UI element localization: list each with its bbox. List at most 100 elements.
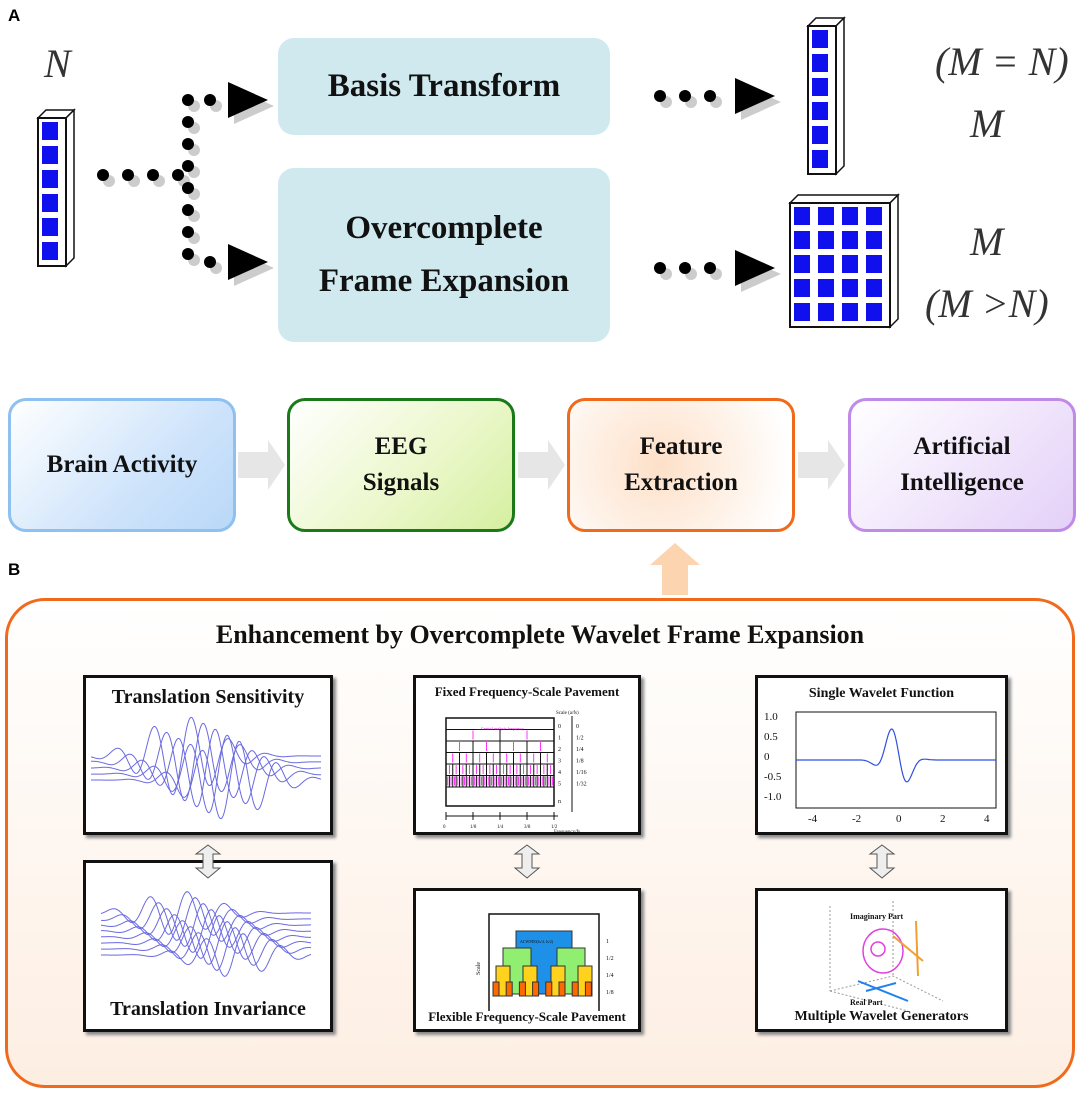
arrow-head-icon (228, 244, 268, 280)
enhancement-title: Enhancement by Overcomplete Wavelet Fram… (215, 620, 865, 649)
text-label: 0 (896, 813, 902, 825)
translation-invariance-panel: Translation Invariance (83, 860, 333, 1032)
dot (182, 204, 194, 216)
text-label: 1/8 (470, 825, 477, 830)
fixed-pavement-title: Fixed Frequency-Scale Pavement (434, 684, 620, 699)
dot (182, 138, 194, 150)
vector-cell (818, 231, 834, 249)
text-label: Real Part (850, 998, 883, 1007)
vector-cell (42, 170, 58, 188)
invariant-wavelets-plot (100, 891, 312, 977)
dot (654, 90, 666, 102)
dot (182, 248, 194, 260)
axis-line (829, 990, 909, 1011)
text-label: 1/32 (576, 782, 587, 788)
axis-line (829, 975, 944, 1002)
wavelet-curve (91, 740, 322, 820)
single-wavelet-title: Single Wavelet Function (808, 686, 955, 701)
vector-cell (818, 255, 834, 273)
text-label: 1/4 (606, 973, 614, 979)
text-label: n (558, 799, 561, 805)
signals-label: Signals (362, 469, 440, 496)
frame-output-matrix (788, 193, 900, 329)
vector-cell (818, 207, 834, 225)
dot (182, 94, 194, 106)
basis-transform-label: Basis Transform (327, 68, 561, 105)
vector-cell (812, 78, 828, 96)
text-label: 1/4 (576, 747, 584, 753)
flexible-pavement-chart: ACWPD0(fs/4, fs/2)11/21/41/8Scale0Freque… (476, 913, 614, 1011)
dot (204, 256, 216, 268)
text-label: 3/8 (524, 825, 531, 830)
dot (704, 90, 716, 102)
dot (679, 262, 691, 274)
text-label: 0 (443, 825, 446, 830)
vector-cell (812, 54, 828, 72)
basis-condition: (M = N) (935, 39, 1069, 84)
double-arrows (194, 844, 896, 879)
dot (97, 169, 109, 181)
arrow-icon (238, 440, 285, 490)
vector-cell (794, 279, 810, 297)
dot (654, 262, 666, 274)
wavelet-curve (100, 903, 311, 947)
vector-cell (42, 146, 58, 164)
wavelet-curve (90, 728, 322, 808)
scale-8-block (584, 981, 592, 997)
vector-cell (842, 231, 858, 249)
brain-activity-label: Brain Activity (46, 450, 198, 478)
orange-curve (892, 920, 924, 977)
vector-cell (794, 255, 810, 273)
vector-cell (842, 303, 858, 321)
scale-8-block (545, 981, 553, 997)
dot (704, 262, 716, 274)
scale-8-block (558, 981, 566, 997)
double-arrow-icon (868, 844, 896, 879)
flexible-pavement-title: Flexible Frequency-Scale Pavement (428, 1009, 626, 1024)
wavelet-curve (101, 933, 312, 977)
input-dimension-label: N (44, 41, 71, 86)
vector-cell (42, 242, 58, 260)
text-label: 4 (558, 770, 561, 776)
text-label: 1/4 (497, 825, 504, 830)
arrow-head-icon (735, 78, 775, 114)
basis-output-dimension: M (970, 101, 1004, 146)
frame-condition: (M >N) (925, 281, 1049, 326)
vector-cell (42, 122, 58, 140)
vector-cell (794, 303, 810, 321)
vector-cell (866, 303, 882, 321)
dot (182, 182, 194, 194)
wavelet-curve (101, 921, 312, 965)
text-label: 2 (940, 813, 946, 825)
panel-label-a: A (8, 6, 21, 25)
text-label: ACWPD0(fs/4, fs/2) (520, 939, 554, 945)
scale-8-block (532, 981, 540, 997)
text-label: 1 (606, 939, 609, 945)
frame-output-dimension: M (970, 219, 1004, 264)
vector-cell (818, 303, 834, 321)
wavelet-curve (91, 734, 321, 814)
vector-cell (42, 218, 58, 236)
wavelet-curve (91, 722, 321, 802)
basis-transform-box: Basis Transform (278, 38, 610, 135)
translation-sensitivity-panel: Translation Sensitivity (83, 675, 333, 835)
intelligence-label: Intelligence (900, 469, 1024, 496)
scale-8-block (492, 981, 500, 997)
text-label: — Central analysis frequency (475, 726, 524, 731)
feature-label: Feature (639, 432, 723, 460)
pipeline-arrows (238, 440, 845, 595)
text-label: 1/8 (576, 759, 584, 765)
artificial-label: Artificial (913, 432, 1011, 460)
text-label: -4 (808, 813, 818, 825)
arrow-icon (798, 440, 845, 490)
text-label: 0 (576, 724, 579, 730)
real-curve (857, 980, 909, 1002)
scale-8-block (518, 981, 526, 997)
vector-cell (842, 255, 858, 273)
dot (182, 116, 194, 128)
